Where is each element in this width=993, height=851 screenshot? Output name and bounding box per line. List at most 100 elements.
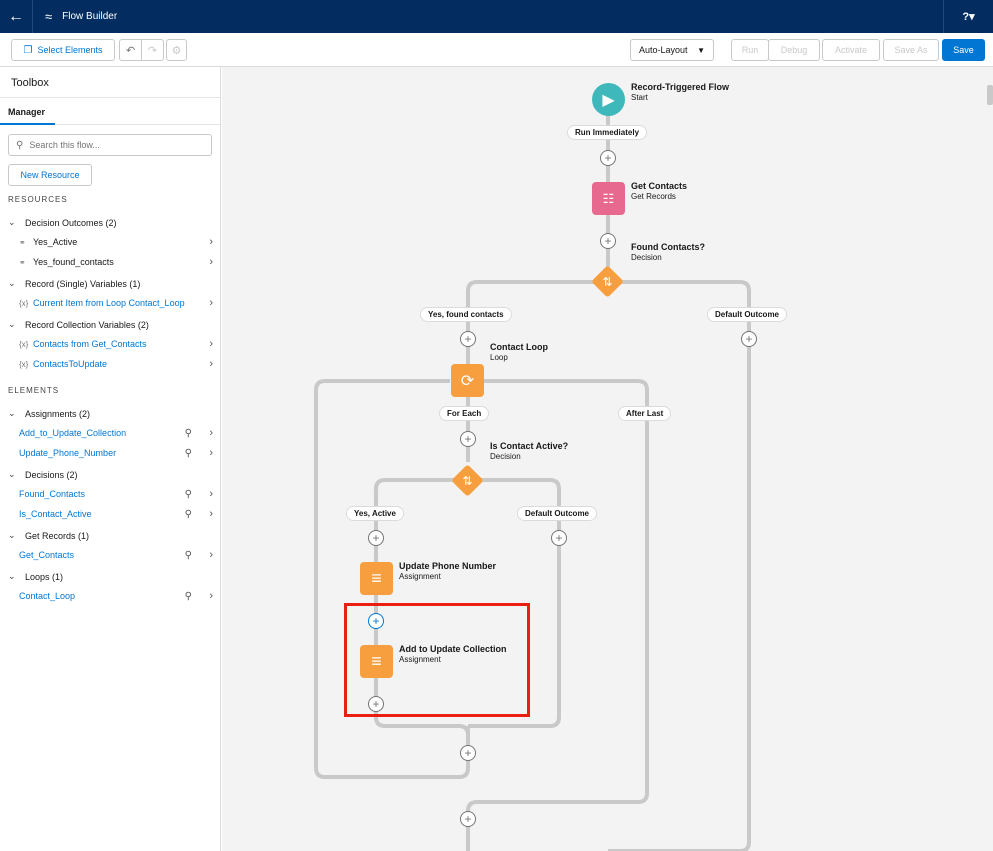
item-label: Yes_Active xyxy=(33,237,78,247)
plus-icon: + xyxy=(372,531,380,545)
element-group-decisions[interactable]: ⌄ Decisions (2) xyxy=(8,469,78,480)
is-contact-active-node[interactable]: ⇅ xyxy=(451,464,484,497)
add-element-button[interactable]: + xyxy=(741,331,757,347)
search-icon[interactable]: ⚲ xyxy=(184,590,192,602)
undo-icon: ↶ xyxy=(125,44,136,57)
resource-group-record-collection[interactable]: ⌄ Record Collection Variables (2) xyxy=(8,319,149,330)
contact-loop-node[interactable]: ⟳ xyxy=(451,364,484,397)
new-resource-button[interactable]: New Resource xyxy=(8,164,92,186)
element-group-get-records[interactable]: ⌄ Get Records (1) xyxy=(8,530,89,541)
plus-icon: + xyxy=(464,332,472,346)
search-icon[interactable]: ⚲ xyxy=(184,427,192,439)
add-element-button[interactable]: + xyxy=(460,745,476,761)
add-element-button[interactable]: + xyxy=(551,530,567,546)
node-subtitle: Assignment xyxy=(399,572,441,581)
save-as-button[interactable]: Save As xyxy=(883,39,939,61)
list-item[interactable]: Found_Contacts ⚲ › xyxy=(19,488,215,500)
undo-button[interactable]: ↶ xyxy=(119,39,142,61)
add-element-button[interactable]: + xyxy=(460,331,476,347)
resource-group-decision-outcomes[interactable]: ⌄ Decision Outcomes (2) xyxy=(8,217,117,228)
list-item[interactable]: ⚭ Yes_found_contacts › xyxy=(19,256,215,268)
outcome-default-2[interactable]: Default Outcome xyxy=(517,506,598,521)
list-item[interactable]: ⚭ Yes_Active › xyxy=(19,236,215,248)
layout-select[interactable]: Auto-Layout ▼ xyxy=(630,39,714,61)
item-label: Yes_found_contacts xyxy=(33,257,114,267)
settings-button[interactable]: ⚙ xyxy=(166,39,187,61)
elements-heading: ELEMENTS xyxy=(8,386,60,395)
add-element-button[interactable]: + xyxy=(600,233,616,249)
list-item[interactable]: {x} Contacts from Get_Contacts › xyxy=(19,338,215,350)
save-button[interactable]: Save xyxy=(942,39,985,61)
list-item[interactable]: Get_Contacts ⚲ › xyxy=(19,549,215,561)
select-elements-button[interactable]: ❐ Select Elements xyxy=(11,39,115,61)
search-icon[interactable]: ⚲ xyxy=(184,447,192,459)
outcome-yes-found-contacts[interactable]: Yes, found contacts xyxy=(420,307,512,322)
back-arrow-icon[interactable]: ← xyxy=(0,0,33,33)
outcome-default-1[interactable]: Default Outcome xyxy=(707,307,788,322)
layout-label: Auto-Layout xyxy=(639,45,688,55)
start-node[interactable]: ▶ xyxy=(592,83,625,116)
search-icon[interactable]: ⚲ xyxy=(184,549,192,561)
debug-button[interactable]: Debug xyxy=(768,39,820,61)
get-records-icon: ☷ xyxy=(602,190,615,206)
chevron-down-icon: ⌄ xyxy=(8,278,16,288)
redo-button[interactable]: ↷ xyxy=(141,39,164,61)
node-subtitle: Start xyxy=(631,93,648,102)
chevron-right-icon: › xyxy=(209,236,213,248)
chevron-down-icon: ⌄ xyxy=(8,469,16,479)
element-group-loops[interactable]: ⌄ Loops (1) xyxy=(8,571,63,582)
flow-icon: ≈ xyxy=(45,9,53,24)
element-group-assignments[interactable]: ⌄ Assignments (2) xyxy=(8,408,90,419)
search-icon[interactable]: ⚲ xyxy=(184,488,192,500)
for-each-pill: For Each xyxy=(439,406,490,421)
help-menu-button[interactable]: ?▾ xyxy=(943,0,993,33)
search-icon[interactable]: ⚲ xyxy=(184,508,192,520)
plus-icon: + xyxy=(745,332,753,346)
list-item[interactable]: Update_Phone_Number ⚲ › xyxy=(19,447,215,459)
found-contacts-label: Found Contacts? Decision xyxy=(631,242,705,262)
plus-icon: + xyxy=(555,531,563,545)
help-label: ? xyxy=(962,10,970,23)
chevron-right-icon: › xyxy=(209,297,213,309)
canvas-scroll-handle[interactable] xyxy=(987,85,993,105)
node-title: Get Contacts xyxy=(631,181,688,191)
list-item[interactable]: Add_to_Update_Collection ⚲ › xyxy=(19,427,215,439)
item-label: Found_Contacts xyxy=(19,489,86,499)
list-item[interactable]: Contact_Loop ⚲ › xyxy=(19,590,215,602)
chevron-down-icon: ⌄ xyxy=(8,217,16,227)
flow-canvas[interactable]: ▶ Record-Triggered Flow Start Run Immedi… xyxy=(222,67,993,851)
group-label: Get Records (1) xyxy=(25,530,90,541)
add-element-button[interactable]: + xyxy=(368,530,384,546)
found-contacts-node[interactable]: ⇅ xyxy=(591,265,624,298)
update-phone-label: Update Phone Number Assignment xyxy=(399,561,496,581)
item-label: Contact_Loop xyxy=(19,591,76,601)
list-item[interactable]: {x} Current Item from Loop Contact_Loop … xyxy=(19,297,215,309)
tab-manager[interactable]: Manager xyxy=(0,98,55,125)
outcome-icon: ⚭ xyxy=(19,257,26,267)
add-element-button[interactable]: + xyxy=(600,150,616,166)
activate-button[interactable]: Activate xyxy=(822,39,880,61)
add-element-button[interactable]: + xyxy=(368,696,384,712)
group-label: Record (Single) Variables (1) xyxy=(25,278,141,289)
list-item[interactable]: {x} ContactsToUpdate › xyxy=(19,358,215,370)
toolbox-panel: Toolbox Manager ⚲ Search this flow... Ne… xyxy=(0,67,221,851)
run-button[interactable]: Run xyxy=(731,39,769,61)
get-contacts-node[interactable]: ☷ xyxy=(592,182,625,215)
update-phone-number-node[interactable]: ≡ xyxy=(360,562,393,595)
add-element-button-selected[interactable]: + xyxy=(368,613,384,629)
decision-icon: ⇅ xyxy=(602,274,613,289)
search-input[interactable]: ⚲ Search this flow... xyxy=(8,134,212,156)
resource-group-record-single[interactable]: ⌄ Record (Single) Variables (1) xyxy=(8,278,140,289)
chevron-right-icon: › xyxy=(209,488,213,500)
outcome-yes-active[interactable]: Yes, Active xyxy=(346,506,404,521)
add-element-button[interactable]: + xyxy=(460,811,476,827)
add-element-button[interactable]: + xyxy=(460,431,476,447)
app-title: Flow Builder xyxy=(62,11,118,22)
plus-icon: + xyxy=(372,614,380,628)
node-title: Update Phone Number xyxy=(399,561,497,571)
group-label: Loops (1) xyxy=(25,571,64,582)
list-item[interactable]: Is_Contact_Active ⚲ › xyxy=(19,508,215,520)
chevron-right-icon: › xyxy=(209,256,213,268)
contact-loop-label: Contact Loop Loop xyxy=(490,342,548,362)
add-to-update-collection-node[interactable]: ≡ xyxy=(360,645,393,678)
